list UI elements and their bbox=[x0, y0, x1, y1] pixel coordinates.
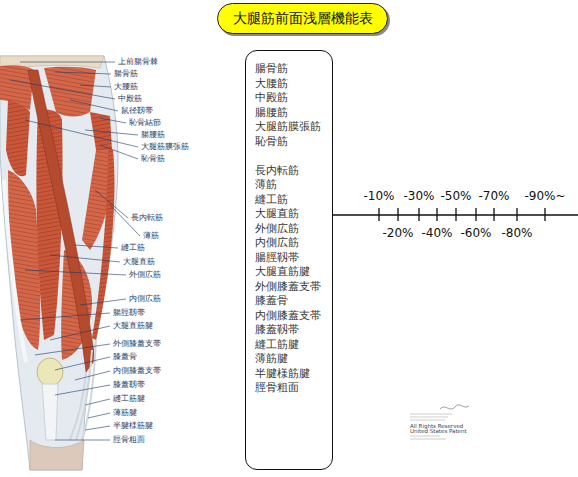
part-label: 上前腸骨棘 bbox=[117, 58, 159, 67]
part-label: 鼠径靱帯 bbox=[120, 107, 154, 116]
scale-percent: -30% bbox=[403, 190, 434, 204]
part-label: 薄筋 bbox=[142, 232, 160, 241]
part-label: 腸脛靱帯 bbox=[112, 309, 146, 318]
part-label: 脛骨粗面 bbox=[112, 436, 146, 445]
part-label: 半腱様筋腱 bbox=[112, 422, 154, 431]
muscle-name: 大腿直筋腱 bbox=[255, 265, 323, 280]
copyright-note: United States Patent bbox=[410, 428, 467, 434]
muscle-name: 内側広筋 bbox=[255, 236, 323, 251]
part-label: 内側広筋 bbox=[128, 295, 162, 304]
part-label: 大腿直筋 bbox=[122, 258, 156, 267]
muscle-name: 外側膝蓋支帯 bbox=[255, 280, 323, 295]
muscle-list-box: 腸骨筋大腰筋中殿筋腸腰筋大腿筋膜張筋恥骨筋長内転筋薄筋縫工筋大腿直筋外側広筋内側… bbox=[245, 50, 333, 470]
lower-leg bbox=[30, 440, 84, 470]
muscle-name: 薄筋腱 bbox=[255, 352, 323, 367]
scale-percent: -90%~ bbox=[524, 190, 565, 204]
muscle-name: 腸腰筋 bbox=[255, 106, 323, 121]
iliopsoas bbox=[44, 67, 96, 117]
part-label: 内側膝蓋支帯 bbox=[112, 367, 162, 376]
signature-mark bbox=[440, 405, 469, 409]
scale-ticks bbox=[379, 208, 545, 221]
part-label: 膝蓋靱帯 bbox=[112, 381, 146, 390]
part-label: 大腰筋 bbox=[113, 83, 139, 92]
muscle-name: 薄筋 bbox=[255, 178, 323, 193]
muscle-name: 内側膝蓋支帯 bbox=[255, 309, 323, 324]
scale-percent: -50% bbox=[440, 190, 471, 204]
part-label: 大腿直筋腱 bbox=[112, 322, 154, 331]
part-label: 中殿筋 bbox=[117, 95, 143, 104]
part-label: 腸腰筋 bbox=[140, 131, 166, 140]
title-pill: 大腿筋前面浅層機能表 bbox=[217, 3, 388, 34]
scale-percent: -70% bbox=[478, 190, 509, 204]
muscle-name: 長内転筋 bbox=[255, 164, 323, 179]
scale-axis bbox=[331, 208, 578, 221]
muscle-name: 大腰筋 bbox=[255, 77, 323, 92]
muscle-name: 脛骨粗面 bbox=[255, 381, 323, 396]
scale-percent: -20% bbox=[382, 227, 413, 241]
scale-percent: -40% bbox=[421, 227, 452, 241]
muscle-name: 大腿筋膜張筋 bbox=[255, 120, 323, 135]
muscle-name: 大腿直筋 bbox=[255, 207, 323, 222]
title: 大腿筋前面浅層機能表 bbox=[233, 10, 373, 28]
muscle-name: 腸脛靱帯 bbox=[255, 251, 323, 266]
part-label: 恥骨結節 bbox=[128, 119, 162, 128]
tensor-fasciae-latae bbox=[6, 100, 30, 176]
part-label: 長内転筋 bbox=[130, 214, 164, 223]
part-label: 大腿筋膜張筋 bbox=[140, 143, 190, 152]
part-label: 恥骨筋 bbox=[140, 155, 166, 164]
muscle-name: 縫工筋 bbox=[255, 193, 323, 208]
muscle-name: 恥骨筋 bbox=[255, 135, 323, 150]
scale-percent: -80% bbox=[501, 227, 532, 241]
muscle-name: 外側広筋 bbox=[255, 222, 323, 237]
muscle-name: 腸骨筋 bbox=[255, 62, 323, 77]
muscle-name: 縫工筋腱 bbox=[255, 338, 323, 353]
muscle-name: 膝蓋靱帯 bbox=[255, 323, 323, 338]
iliotibial-band bbox=[4, 180, 26, 362]
part-label: 膝蓋骨 bbox=[112, 353, 138, 362]
part-label: 薄筋腱 bbox=[112, 409, 138, 418]
part-label: 縫工筋腱 bbox=[112, 395, 146, 404]
scale-line bbox=[331, 214, 578, 215]
scale-percent: -10% bbox=[363, 190, 394, 204]
muscle-name: 中殿筋 bbox=[255, 91, 323, 106]
part-label: 腸骨筋 bbox=[113, 70, 139, 79]
patellar-ligament bbox=[42, 384, 58, 440]
patella bbox=[37, 358, 63, 386]
muscle-name: 膝蓋骨 bbox=[255, 294, 323, 309]
part-label: 外側広筋 bbox=[128, 271, 162, 280]
sartorius bbox=[28, 70, 95, 372]
part-label: 縫工筋 bbox=[120, 244, 146, 253]
part-label: 外側膝蓋支帯 bbox=[112, 340, 162, 349]
muscle-name: 半腱様筋腱 bbox=[255, 367, 323, 382]
scale-percent: -60% bbox=[460, 227, 491, 241]
